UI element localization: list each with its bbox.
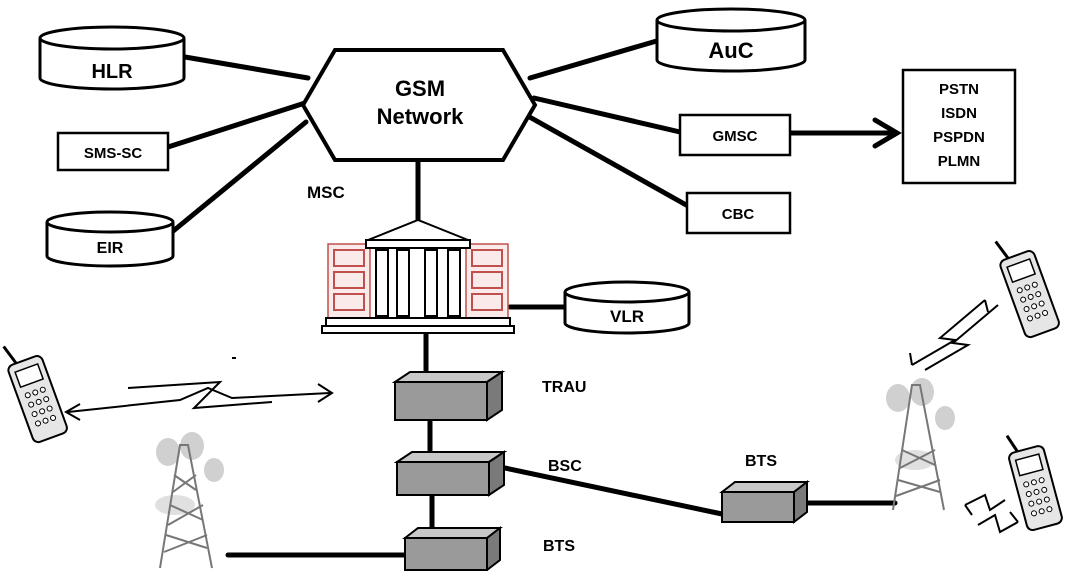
link-smssc-gsm — [165, 100, 308, 150]
gsm-network-hub: GSM Network — [300, 48, 538, 162]
cbc-label: CBC — [722, 206, 755, 223]
link-gsm-cbc — [523, 112, 691, 209]
cube-equipment-icon — [396, 461, 490, 496]
gsm-label-line1: GSM — [395, 76, 445, 101]
mobile-phone-icon — [1005, 434, 1063, 532]
auc-database: AuC — [655, 7, 807, 73]
hlr-label: HLR — [91, 61, 133, 83]
trau-label: TRAU — [542, 379, 586, 396]
cylinder-database-icon — [45, 222, 175, 268]
link-bsc-btsright — [502, 465, 725, 517]
sms-sc-node: SMS-SC — [56, 131, 170, 172]
lightning-signal-icon — [909, 299, 999, 371]
eir-label: EIR — [97, 240, 124, 257]
connections — [165, 37, 902, 558]
vlr-label: VLR — [610, 307, 644, 326]
link-gsm-auc — [527, 37, 663, 81]
arrowhead-icon — [872, 117, 902, 149]
external-network-label: ISDN — [941, 105, 977, 122]
msc-label: MSC — [307, 183, 345, 202]
hexagon-network-icon — [300, 48, 538, 162]
external-network-label: PLMN — [938, 153, 981, 170]
mobile-phone-icon — [2, 345, 68, 444]
mobile-phone-icon — [994, 240, 1060, 339]
link-eir-gsm — [169, 119, 309, 235]
bts-right-equipment: BTS — [719, 453, 810, 525]
bsc-label: BSC — [548, 458, 582, 475]
vlr-database: VLR — [563, 280, 691, 335]
radio-tower-icon — [155, 432, 224, 569]
lightning-signal-icon — [964, 493, 1019, 534]
gmsc-node: GMSC — [678, 113, 792, 157]
cube-equipment-icon — [394, 381, 488, 421]
cylinder-database-icon — [563, 292, 691, 335]
bts-right-label: BTS — [745, 453, 777, 470]
external-network-label: PSTN — [939, 81, 979, 98]
cylinder-database-icon — [655, 20, 807, 73]
external-networks-box: PSTN ISDN PSPDN PLMN — [901, 68, 1017, 185]
lightning-signal-icon — [63, 357, 334, 421]
bsc-equipment: BSC — [393, 450, 582, 497]
external-network-label: PSPDN — [933, 129, 985, 146]
bts-bottom-equipment: BTS — [402, 525, 575, 571]
building-msc-icon — [321, 218, 515, 334]
cube-equipment-icon — [404, 537, 488, 571]
eir-database: EIR — [45, 210, 175, 268]
trau-equipment: TRAU — [391, 370, 586, 422]
auc-label: AuC — [708, 38, 753, 63]
link-gsm-gmsc — [531, 95, 683, 135]
link-hlr-gsm — [182, 54, 311, 81]
gmsc-label: GMSC — [713, 128, 758, 145]
cube-equipment-icon — [721, 491, 795, 523]
cylinder-database-icon — [38, 38, 186, 91]
sms-sc-label: SMS-SC — [84, 145, 143, 162]
gsm-label-line2: Network — [377, 104, 465, 129]
bts-bottom-label: BTS — [543, 538, 575, 555]
radio-tower-icon — [886, 378, 955, 511]
cbc-node: CBC — [685, 191, 792, 235]
hlr-database: HLR — [38, 25, 186, 91]
